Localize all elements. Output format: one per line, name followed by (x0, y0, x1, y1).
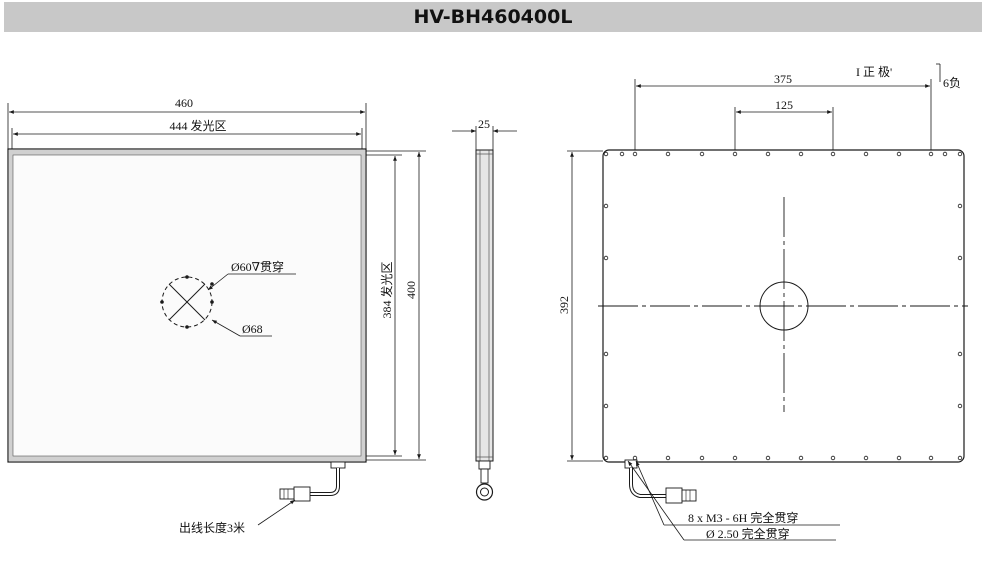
dim-span-inner: 125 (775, 98, 793, 112)
dim-height: 392 (557, 296, 571, 314)
side-view: 25 (452, 117, 517, 501)
note-holes: Ø 2.50 完全贯穿 (706, 526, 790, 541)
dim-emitting-width: 444 发光区 (169, 118, 226, 133)
side-profile (475, 149, 494, 462)
side-connector (475, 460, 494, 501)
label-cable-length: 出线长度3米 (179, 520, 245, 535)
title-bar: HV-BH460400L (4, 2, 982, 32)
front-view: 460 444 发光区 Ø60∇贯穿 Ø68 (7, 96, 426, 535)
dim-thickness: 25 (478, 117, 490, 131)
front-emitting-area (12, 154, 362, 457)
label-hole-outer: Ø68 (242, 322, 263, 336)
page-title: HV-BH460400L (413, 6, 573, 28)
dim-overall-width: 460 (175, 96, 193, 110)
front-center-hole (160, 275, 214, 329)
dim-emitting-height: 384 发光区 (379, 261, 394, 318)
label-hole-through: Ø60∇贯穿 (231, 259, 284, 274)
back-mounting-holes (603, 151, 963, 461)
label-top-partial: I 正 极' (856, 65, 892, 79)
back-center-hole (759, 281, 809, 331)
dim-span-outer: 375 (774, 72, 792, 86)
back-view: I 正 极' 6负 375 125 (557, 63, 968, 541)
dim-overall-height: 400 (404, 281, 418, 299)
front-connector (279, 461, 346, 502)
note-screws: 8 x M3 - 6H 完全贯穿 (688, 510, 798, 525)
back-connector (624, 459, 697, 504)
label-top-partial-2: 6负 (943, 76, 961, 90)
